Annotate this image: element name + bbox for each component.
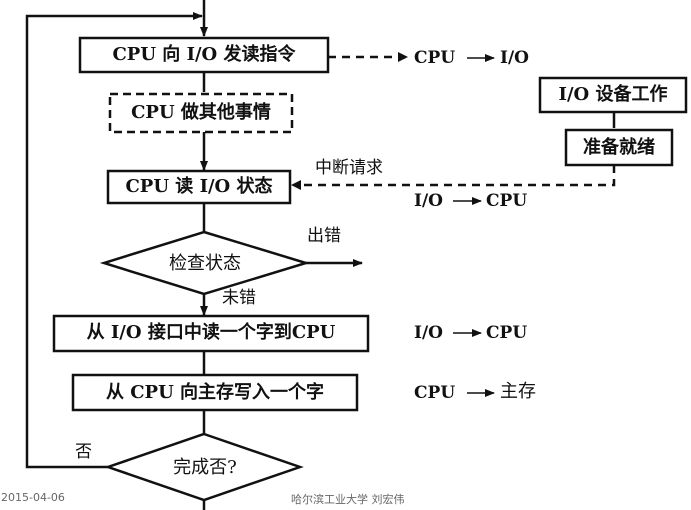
error-label: 出错 (307, 226, 341, 246)
footer-date: 2015-04-06 (1, 491, 65, 504)
done-check-label: 完成否? (173, 457, 237, 478)
write-word-box (71, 373, 359, 412)
cpu-read-status-label: CPU 读 I/O 状态 (125, 176, 273, 197)
data-flow1-from: I/O (414, 323, 443, 343)
interrupt-arrowhead (291, 180, 301, 190)
check-status-label: 检查状态 (169, 253, 241, 274)
status-flow-to: CPU (486, 191, 528, 211)
status-flow-from: I/O (414, 191, 443, 211)
no-label: 否 (75, 442, 92, 462)
ready-box (564, 128, 674, 167)
read-word-box (52, 314, 370, 353)
cpu-other-work-label: CPU 做其他事情 (131, 102, 271, 123)
interrupt-request-label: 中断请求 (315, 158, 383, 178)
send-read-cmd-label: CPU 向 I/O 发读指令 (112, 44, 296, 65)
loop-back-line (25, 12, 203, 469)
cpu-read-status-box (106, 169, 292, 205)
data-flow1-to: CPU (486, 323, 528, 343)
cmd-flow-from: CPU (414, 48, 456, 68)
cpu-other-work-box (108, 92, 294, 134)
footer-author: 哈尔滨工业大学 刘宏伟 (291, 493, 405, 506)
ready-label: 准备就绪 (583, 137, 655, 158)
cmd-dashed-arrowhead (398, 52, 408, 62)
write-word-label: 从 CPU 向主存写入一个字 (105, 382, 325, 403)
io-device-work-box (538, 76, 688, 114)
read-word-label: 从 I/O 接口中读一个字到CPU (86, 322, 336, 343)
no-error-label: 未错 (222, 288, 256, 308)
data-flow2-to: 主存 (500, 381, 536, 402)
io-device-work-label: I/O 设备工作 (558, 84, 668, 105)
cmd-flow-to: I/O (500, 48, 529, 68)
interrupt-dashed-line (300, 165, 616, 187)
data-flow2-from: CPU (414, 383, 456, 403)
